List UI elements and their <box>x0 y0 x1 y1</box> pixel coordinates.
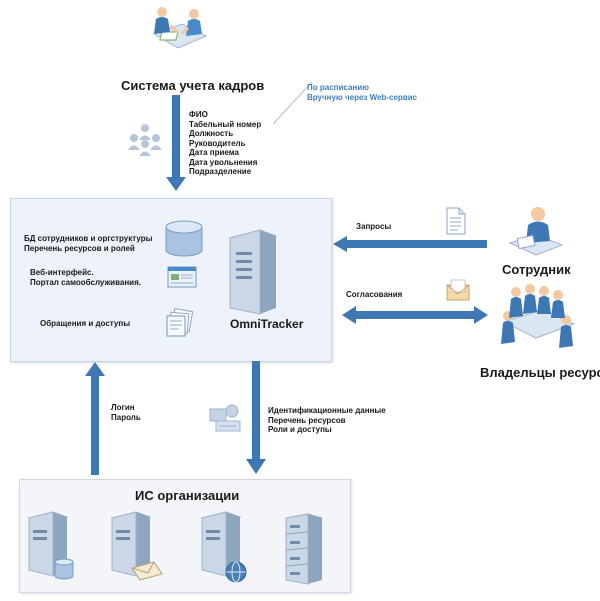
resource-owners-icon <box>496 282 578 354</box>
hr-fields-list: ФИО Табельный номер Должность Руководите… <box>189 110 262 176</box>
document-icon <box>446 207 466 235</box>
omnitracker-name: OmniTracker <box>230 317 304 331</box>
database-icon <box>163 218 205 260</box>
envelope-icon <box>446 279 470 301</box>
login-password-label: Логин Пароль <box>111 403 141 422</box>
server-web-icon <box>198 510 254 586</box>
requests-access-label: Обращения и доступы <box>40 319 131 328</box>
identity-data-label: Идентификационные данные Перечень ресурс… <box>268 406 386 434</box>
is-org-title: ИС организации <box>135 488 240 503</box>
employee-icon <box>508 205 564 259</box>
server-rack-icon <box>284 512 330 586</box>
hr-system-icon <box>148 2 210 54</box>
arrow-employee-to-omni <box>333 234 488 254</box>
schedule-label: По расписанию Вручную через Web-сервис <box>307 83 418 102</box>
omnitracker-server-icon <box>226 228 280 318</box>
employee-title: Сотрудник <box>502 262 571 277</box>
arrow-is-to-omni <box>85 361 105 475</box>
server-db-icon <box>25 510 77 582</box>
resource-owners-title: Владельцы ресурсов <box>480 365 600 380</box>
arrow-omni-owners <box>342 305 488 325</box>
documents-icon <box>165 308 195 338</box>
web-portal-icon <box>167 266 197 290</box>
divider-line <box>270 78 320 128</box>
requests-label: Запросы <box>356 222 392 231</box>
approvals-label: Согласования <box>346 290 403 299</box>
arrow-hr-to-omni <box>166 95 186 195</box>
arrow-omni-to-is <box>246 361 266 475</box>
web-label: Веб-интерфейс. Портал самообслуживания. <box>30 268 141 287</box>
db-label: БД сотрудников и оргструктуры Перечень р… <box>24 234 153 253</box>
people-icon <box>125 122 165 158</box>
server-mail-icon <box>108 510 164 586</box>
identity-data-icon <box>208 403 242 433</box>
hr-system-title: Система учета кадров <box>121 78 265 93</box>
